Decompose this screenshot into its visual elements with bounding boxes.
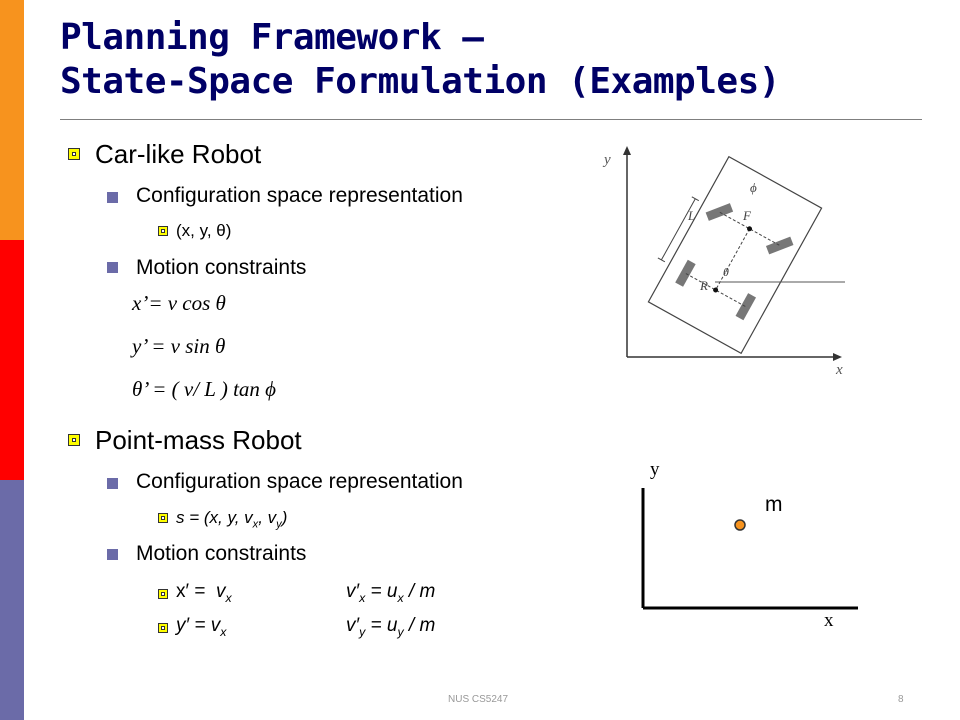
- car-equation-y: y’ = v sin θ: [132, 334, 226, 358]
- car-heading: Car-like Robot: [95, 139, 262, 169]
- car-steer-angle-label: ϕ: [750, 180, 757, 195]
- sidebar-segment-red: [0, 240, 24, 480]
- pointmass-axis-y-label: y: [650, 459, 660, 480]
- mass-label: m: [765, 493, 783, 516]
- pointmass-motion-label: Motion constraints: [136, 542, 307, 565]
- car-config-label: Configuration space representation: [136, 184, 463, 207]
- car-equation-x: x’= v cos θ: [132, 291, 226, 315]
- title-divider: [60, 119, 922, 120]
- title-line-2: State-Space Formulation (Examples): [60, 61, 780, 102]
- square-bullet-icon: [107, 192, 118, 203]
- car-heading-angle-label: θ: [723, 265, 729, 279]
- pointmass-state-vector: s = (x, y, vx, vy): [176, 508, 288, 531]
- pointmass-figure: y x m: [641, 459, 858, 631]
- car-config-tuple: (x, y, θ): [176, 221, 232, 240]
- pointmass-constraint-vy: v′y = uy / m: [346, 615, 436, 639]
- pointmass-constraint-x-lhs: x′ = vx: [176, 581, 232, 605]
- car-front-label: F: [742, 208, 752, 223]
- square-bullet-icon: [107, 262, 118, 273]
- car-rear-label: R: [699, 278, 708, 293]
- square-bullet-icon: [158, 513, 168, 523]
- square-bullet-icon: [107, 478, 118, 489]
- sidebar-segment-orange: [0, 0, 24, 240]
- square-bullet-icon: [68, 434, 80, 446]
- pointmass-config-label: Configuration space representation: [136, 470, 463, 493]
- car-axis-y-label: y: [602, 152, 611, 168]
- square-bullet-icon: [107, 549, 118, 560]
- car-axis-x-label: x: [835, 362, 843, 378]
- sidebar-segment-purple: [0, 480, 24, 720]
- title-line-1: Planning Framework –: [60, 17, 484, 58]
- pointmass-constraint-y-lhs: y′ = vx: [176, 615, 227, 639]
- sidebar-color-bar: [0, 0, 24, 720]
- car-equation-theta: θ’ = ( v/ L ) tan ϕ: [132, 377, 277, 401]
- square-bullet-icon: [158, 226, 168, 236]
- car-length-label: L: [687, 208, 695, 223]
- footer-page-number: 8: [898, 694, 904, 705]
- car-robot-figure: y x L F R ϕ θ: [602, 146, 845, 378]
- slide-title: Planning Framework – State-Space Formula…: [60, 16, 920, 104]
- mass-point-icon: [734, 519, 746, 531]
- footer-course: NUS CS5247: [448, 694, 509, 705]
- pointmass-constraint-vx: v′x = ux / m: [346, 581, 436, 605]
- pointmass-axis-x-label: x: [824, 610, 834, 631]
- square-bullet-icon: [68, 148, 80, 160]
- pointmass-heading: Point-mass Robot: [95, 425, 302, 455]
- square-bullet-icon: [158, 589, 168, 599]
- car-motion-label: Motion constraints: [136, 256, 307, 279]
- square-bullet-icon: [158, 623, 168, 633]
- car-body: [647, 155, 823, 355]
